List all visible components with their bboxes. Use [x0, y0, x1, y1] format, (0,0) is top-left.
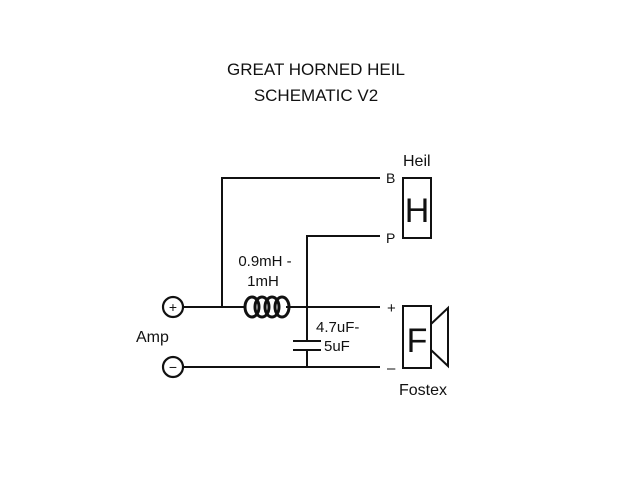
title-line-2: SCHEMATIC V2 — [254, 86, 378, 105]
fostex-box — [402, 305, 432, 369]
fostex-terminal-minus: – — [387, 360, 396, 377]
capacitor-label-line-2: 5uF — [324, 338, 350, 355]
capacitor — [293, 340, 321, 351]
heil-box — [402, 177, 432, 239]
wire-heil-b — [221, 177, 380, 307]
inductor-label-line-2: 1mH — [247, 273, 279, 290]
inductor-label-line-1: 0.9mH - — [238, 253, 291, 270]
fostex-cone — [430, 305, 449, 369]
wires — [184, 177, 380, 368]
heil-driver: Heil H B P — [386, 153, 432, 246]
amp-plus-symbol: + — [169, 299, 177, 315]
fostex-name: Fostex — [399, 382, 447, 399]
inductor-coil — [243, 295, 291, 319]
wire-heil-p — [306, 235, 380, 307]
amp-minus-terminal: − — [161, 355, 185, 379]
fostex-driver: F + – Fostex — [387, 300, 449, 399]
title-line-1: GREAT HORNED HEIL — [227, 60, 405, 79]
heil-name: Heil — [403, 153, 431, 170]
heil-terminal-p: P — [386, 230, 395, 246]
heil-letter: H — [405, 192, 430, 230]
fostex-terminal-plus: + — [387, 300, 396, 317]
heil-terminal-b: B — [386, 170, 395, 186]
amp-label: Amp — [136, 329, 169, 346]
amp-minus-symbol: − — [169, 359, 177, 375]
fostex-letter: F — [407, 322, 428, 360]
amp-plus-terminal: + — [161, 295, 185, 319]
capacitor-label-line-1: 4.7uF- — [316, 319, 359, 336]
